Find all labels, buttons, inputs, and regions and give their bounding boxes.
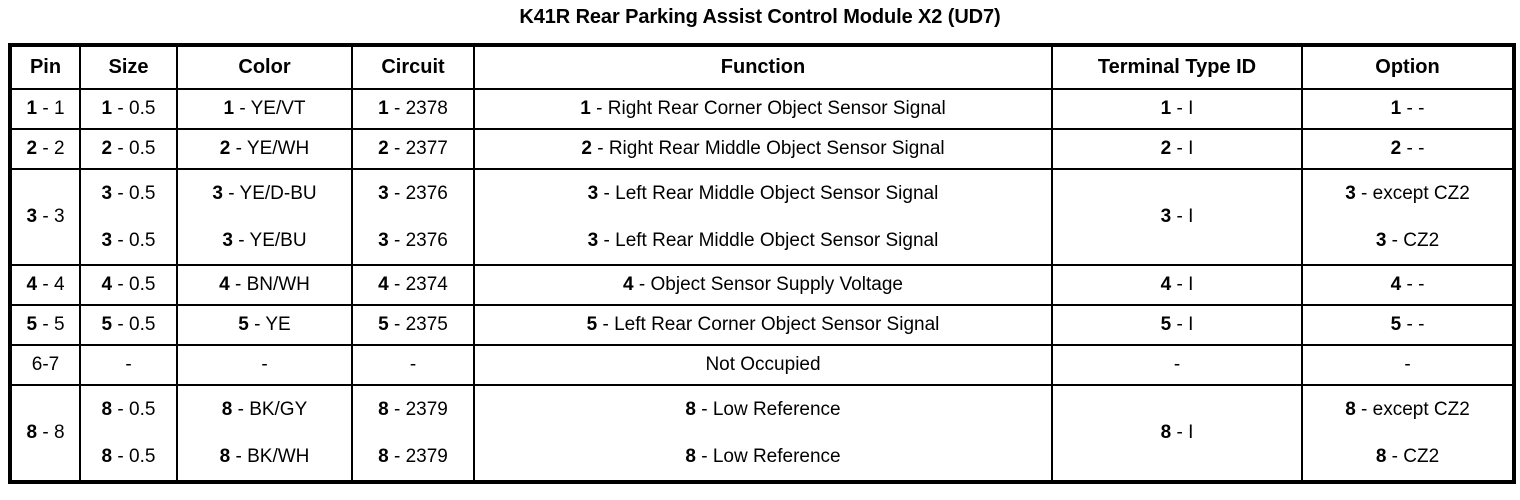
pinout-table: Pin Size Color Circuit Function Terminal… — [8, 43, 1516, 484]
cell-line: 8 - 0.5 — [101, 446, 156, 467]
cell-pin: 2 - 2 — [9, 128, 81, 170]
cell-pin: 4 - 4 — [9, 264, 81, 306]
cell-terminal: 3 - I — [1051, 168, 1303, 266]
cell-color: 2 - YE/WH — [176, 128, 353, 170]
cell-line: 8 - 2379 — [378, 446, 448, 467]
cell-terminal: 5 - I — [1051, 304, 1303, 346]
cell-size: 4 - 0.5 — [79, 264, 178, 306]
cell-line: 3 - 0.5 — [101, 183, 156, 204]
cell-circuit: 2 - 2377 — [351, 128, 475, 170]
cell-size: 1 - 0.5 — [79, 88, 178, 130]
cell-line: 3 - CZ2 — [1375, 230, 1440, 251]
cell-pin: 8 - 8 — [9, 384, 81, 483]
cell-function: 3 - Left Rear Middle Object Sensor Signa… — [473, 168, 1053, 266]
cell-function: 5 - Left Rear Corner Object Sensor Signa… — [473, 304, 1053, 346]
cell-circuit: 4 - 2374 — [351, 264, 475, 306]
cell-function: Not Occupied — [473, 344, 1053, 386]
cell-color: 8 - BK/GY 8 - BK/WH — [176, 384, 353, 483]
column-header-function: Function — [473, 44, 1053, 90]
pinout-table-container: Pin Size Color Circuit Function Terminal… — [8, 43, 1516, 484]
cell-option: 3 - except CZ2 3 - CZ2 — [1301, 168, 1515, 266]
cell-pin: 1 - 1 — [9, 88, 81, 130]
cell-function: 8 - Low Reference 8 - Low Reference — [473, 384, 1053, 483]
cell-size: 5 - 0.5 — [79, 304, 178, 346]
column-header-terminal: Terminal Type ID — [1051, 44, 1303, 90]
cell-line: 8 - CZ2 — [1375, 446, 1440, 467]
cell-option: 5 - - — [1301, 304, 1515, 346]
cell-circuit: 1 - 2378 — [351, 88, 475, 130]
cell-terminal: 2 - I — [1051, 128, 1303, 170]
cell-function: 1 - Right Rear Corner Object Sensor Sign… — [473, 88, 1053, 130]
cell-option: 1 - - — [1301, 88, 1515, 130]
cell-size: 8 - 0.5 8 - 0.5 — [79, 384, 178, 483]
cell-line: 8 - 2379 — [378, 399, 448, 420]
header-row: Pin Size Color Circuit Function Terminal… — [9, 44, 1515, 90]
cell-terminal: 8 - I — [1051, 384, 1303, 483]
cell-pin: 3 - 3 — [9, 168, 81, 266]
page-title: K41R Rear Parking Assist Control Module … — [519, 6, 1001, 28]
cell-line: 3 - YE/D-BU — [212, 183, 317, 204]
cell-size: 2 - 0.5 — [79, 128, 178, 170]
cell-line: 8 - Low Reference — [685, 446, 841, 467]
cell-function: 2 - Right Rear Middle Object Sensor Sign… — [473, 128, 1053, 170]
column-header-pin: Pin — [9, 44, 81, 90]
cell-terminal: - — [1051, 344, 1303, 386]
cell-size: 3 - 0.5 3 - 0.5 — [79, 168, 178, 266]
cell-line: 8 - 0.5 — [101, 399, 156, 420]
column-header-color: Color — [176, 44, 353, 90]
cell-option: - — [1301, 344, 1515, 386]
cell-line: 8 - BK/GY — [221, 399, 308, 420]
cell-line: 8 - BK/WH — [219, 446, 310, 467]
cell-size: - — [79, 344, 178, 386]
cell-circuit: 5 - 2375 — [351, 304, 475, 346]
cell-option: 2 - - — [1301, 128, 1515, 170]
cell-color: 5 - YE — [176, 304, 353, 346]
cell-pin: 6-7 — [9, 344, 81, 386]
cell-line: 3 - 0.5 — [101, 230, 156, 251]
cell-pin: 5 - 5 — [9, 304, 81, 346]
table-row: 6-7---Not Occupied-- — [9, 344, 1515, 386]
cell-line: 3 - Left Rear Middle Object Sensor Signa… — [587, 183, 939, 204]
cell-line: 3 - except CZ2 — [1345, 183, 1470, 204]
cell-option: 8 - except CZ2 8 - CZ2 — [1301, 384, 1515, 483]
cell-line: 8 - Low Reference — [685, 399, 841, 420]
column-header-option: Option — [1301, 44, 1515, 90]
column-header-size: Size — [79, 44, 178, 90]
cell-line: 3 - Left Rear Middle Object Sensor Signa… — [587, 230, 939, 251]
cell-color: 1 - YE/VT — [176, 88, 353, 130]
cell-option: 4 - - — [1301, 264, 1515, 306]
cell-color: 3 - YE/D-BU 3 - YE/BU — [176, 168, 353, 266]
cell-line: 3 - 2376 — [378, 183, 448, 204]
cell-line: 8 - except CZ2 — [1345, 399, 1470, 420]
cell-line: 3 - YE/BU — [222, 230, 307, 251]
cell-circuit: - — [351, 344, 475, 386]
cell-terminal: 4 - I — [1051, 264, 1303, 306]
cell-function: 4 - Object Sensor Supply Voltage — [473, 264, 1053, 306]
cell-circuit: 8 - 2379 8 - 2379 — [351, 384, 475, 483]
cell-line: 3 - 2376 — [378, 230, 448, 251]
table-header: Pin Size Color Circuit Function Terminal… — [9, 44, 1515, 90]
cell-color: - — [176, 344, 353, 386]
cell-terminal: 1 - I — [1051, 88, 1303, 130]
column-header-circuit: Circuit — [351, 44, 475, 90]
cell-circuit: 3 - 2376 3 - 2376 — [351, 168, 475, 266]
cell-color: 4 - BN/WH — [176, 264, 353, 306]
